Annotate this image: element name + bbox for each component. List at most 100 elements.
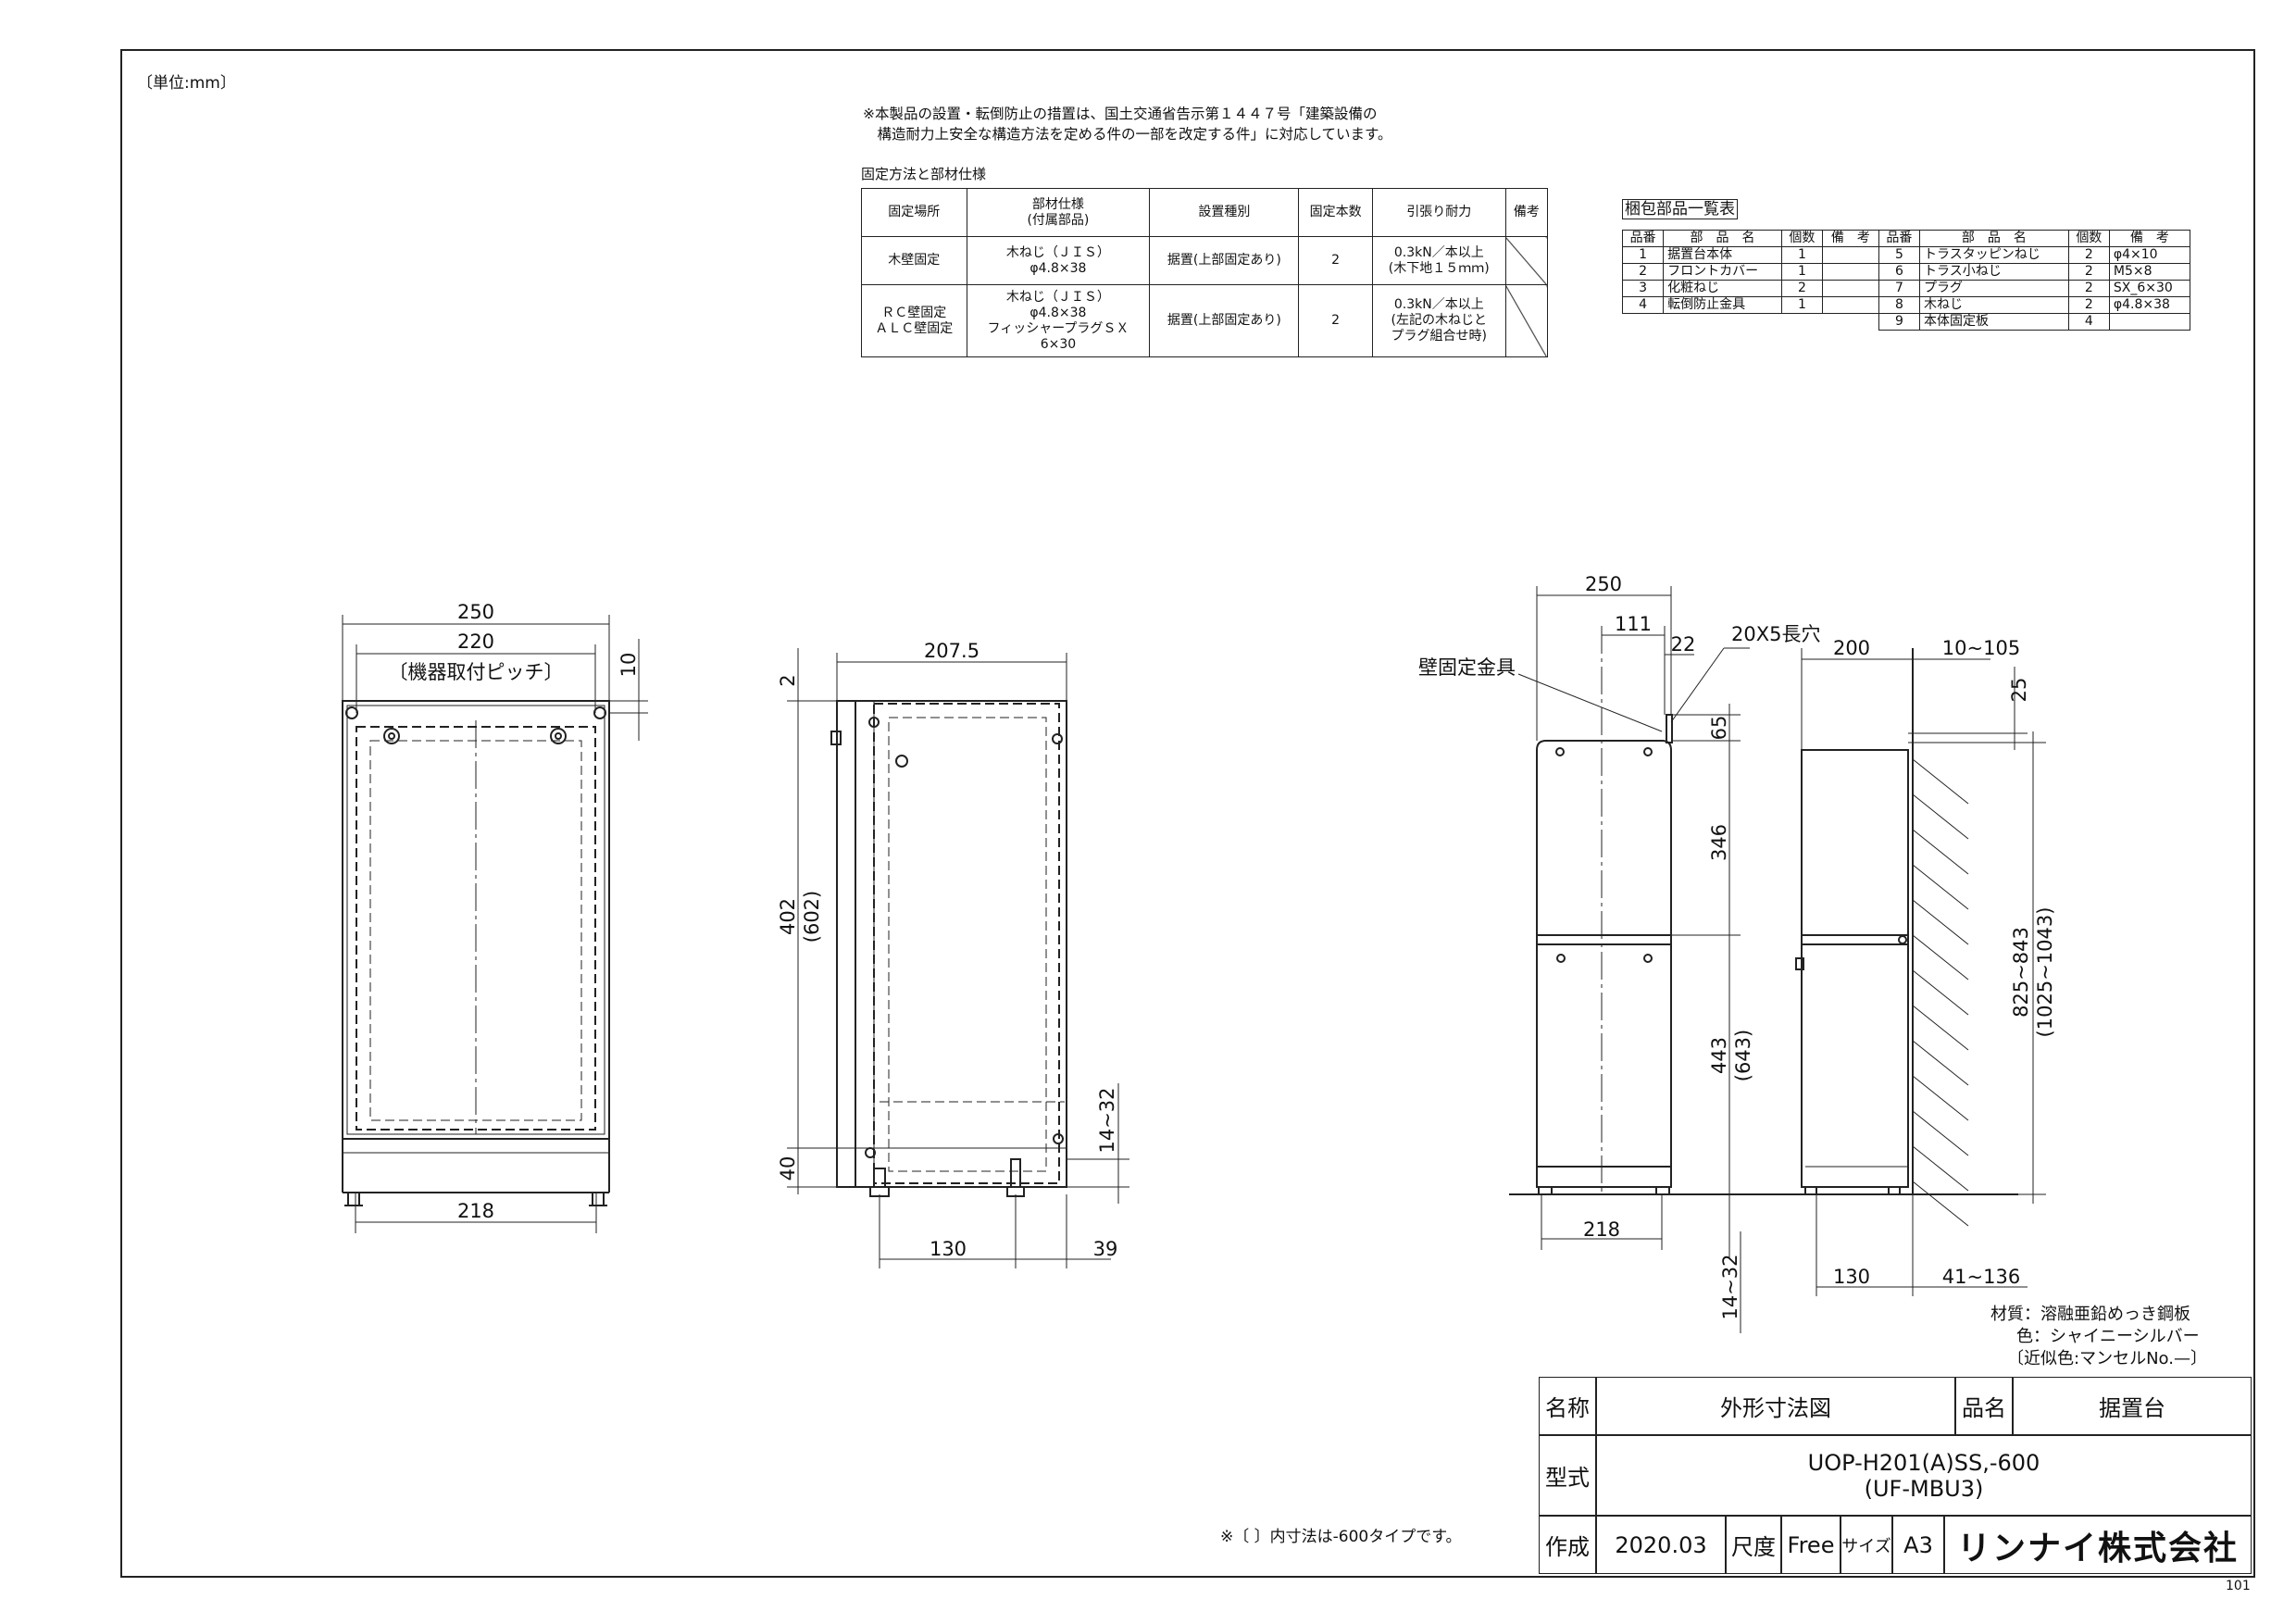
front-view	[342, 615, 648, 1233]
inst-dim-346: 346	[1708, 824, 1730, 861]
parts-table-cell: 1	[1780, 296, 1823, 314]
fix-table-cell: 木ねじ（ＪＩＳ） φ4.8×38 フィッシャープラグＳＸ 6×30	[966, 284, 1151, 357]
parts-table-cell: 4	[2067, 313, 2110, 331]
fix-table-header: 引張り耐力	[1371, 188, 1506, 237]
side-dim-2: 2	[777, 674, 799, 686]
fix-table-cell: 木壁固定	[861, 236, 967, 285]
scale-label: 尺度	[1726, 1516, 1781, 1574]
parts-table-header: 備 考	[1821, 230, 1879, 247]
side-dim-14-32: 14~32	[1096, 1087, 1118, 1153]
hatch-line	[1912, 899, 1969, 945]
fix-table-header: 設置種別	[1149, 188, 1300, 237]
notice-line-1: ※本製品の設置・転倒防止の措置は、国土交通省告示第１４４７号「建築設備の	[863, 106, 1378, 122]
hatch-line	[1912, 934, 1969, 981]
material-line-2: 色：シャイニーシルバー	[2016, 1327, 2200, 1346]
parts-table-cell	[2108, 313, 2191, 331]
hatch-line	[1912, 758, 1969, 805]
inst-side-dim-1025: (1025~1043)	[2034, 907, 2056, 1038]
product-value: 据置台	[2013, 1377, 2252, 1435]
fix-table-header: 固定本数	[1298, 188, 1373, 237]
fix-table-header: 備考	[1504, 188, 1549, 237]
fix-table-header: 部材仕様 (付属部品)	[966, 188, 1151, 237]
hatch-line	[1912, 829, 1969, 875]
parts-table-cell: 本体固定板	[1918, 313, 2069, 331]
name-label: 名称	[1539, 1377, 1596, 1435]
hatch-line	[1912, 1181, 1969, 1227]
fix-table-cell	[1504, 236, 1549, 285]
front-dim-10: 10	[618, 653, 640, 678]
parts-table-cell: トラス小ねじ	[1918, 263, 2069, 281]
size-label: サイズ	[1841, 1516, 1892, 1574]
parts-table-header: 部 品 名	[1663, 230, 1782, 247]
material-line-1: 材質：溶融亜鉛めっき鋼板	[1990, 1305, 2190, 1324]
hatch-line	[1912, 864, 1969, 910]
side-dim-39: 39	[1093, 1238, 1118, 1260]
side-dim-40: 40	[777, 1156, 799, 1181]
hatch-line	[1912, 1075, 1969, 1121]
inst-dim-443: 443	[1708, 1037, 1730, 1074]
fix-table-cell: ＲＣ壁固定 ＡＬＣ壁固定	[861, 284, 967, 357]
name-value: 外形寸法図	[1596, 1377, 1955, 1435]
front-dim-220: 220	[457, 631, 494, 653]
hatch-line	[1912, 1110, 1969, 1156]
inst-dim-22: 22	[1671, 633, 1696, 656]
inst-side-dim-825: 825~843	[2010, 927, 2032, 1018]
parts-table-cell: 転倒防止金具	[1663, 296, 1782, 314]
inst-dim-643: (643)	[1732, 1030, 1754, 1081]
front-dim-250: 250	[457, 601, 494, 623]
company-name: リンナイ株式会社	[1944, 1516, 2252, 1574]
wall-hatch	[1912, 758, 1969, 1227]
installed-front-view	[1509, 586, 2018, 1333]
inst-side-dim-25: 25	[2008, 678, 2030, 703]
footnote: ※〔 〕内寸法は-600タイプです。	[1220, 1528, 1462, 1546]
parts-table-cell: 9	[1878, 313, 1920, 331]
side-dim-402: 402	[777, 898, 799, 935]
fix-table-cell: 0.3kN／本以上 (木下地１５ｍｍ)	[1371, 236, 1506, 285]
installed-side-view	[1795, 648, 1940, 1296]
product-label: 品名	[1955, 1377, 2013, 1435]
fix-table-cell	[1504, 284, 1549, 357]
notice-line-2: 構造耐力上安全な構造方法を定める件の一部を改定する件」に対応しています。	[863, 126, 1392, 143]
fix-table-cell: 2	[1298, 236, 1373, 285]
drawing-frame	[120, 49, 2255, 1578]
fix-table-cell: 据置(上部固定あり)	[1149, 284, 1300, 357]
unit-label: 〔単位:mm〕	[137, 74, 236, 93]
inst-dim-65: 65	[1708, 716, 1730, 741]
inst-side-dim-130: 130	[1833, 1266, 1870, 1288]
parts-table-cell: φ4.8×38	[2108, 296, 2191, 314]
model-value-2: (UF-MBU3)	[1864, 1475, 1984, 1502]
fix-table-header: 固定場所	[861, 188, 967, 237]
side-dim-602: (602)	[801, 891, 823, 943]
parts-table-header: 備 考	[2108, 230, 2191, 247]
fix-table-title: 固定方法と部材仕様	[861, 166, 987, 182]
size-value: A3	[1892, 1516, 1944, 1574]
hatch-line	[1912, 1145, 1969, 1192]
inst-side-dim-41-136: 41~136	[1942, 1266, 2020, 1288]
fix-table-cell: 2	[1298, 284, 1373, 357]
parts-table-cell: M5×8	[2108, 263, 2191, 281]
parts-table-cell: 2	[2067, 263, 2110, 281]
inst-dim-14-32: 14~32	[1719, 1254, 1741, 1319]
made-value: 2020.03	[1596, 1516, 1726, 1574]
fixing-method-table: 固定場所部材仕様 (付属部品)設置種別固定本数引張り耐力備考木壁固定木ねじ（ＪＩ…	[861, 188, 1549, 357]
inst-dim-111: 111	[1615, 613, 1652, 635]
model-value: UOP-H201(A)SS,-600 (UF-MBU3)	[1596, 1435, 2252, 1516]
made-label: 作成	[1539, 1516, 1596, 1574]
model-value-1: UOP-H201(A)SS,-600	[1807, 1449, 2040, 1476]
parts-table-cell: フロントカバー	[1663, 263, 1782, 281]
parts-table-header: 個数	[1780, 230, 1823, 247]
scale-value: Free	[1781, 1516, 1841, 1574]
fix-table-cell: 0.3kN／本以上 (左記の木ねじと プラグ組合せ時)	[1371, 284, 1506, 357]
title-block: 名称 外形寸法図 品名 据置台 型式 UOP-H201(A)SS,-600 (U…	[1539, 1377, 2252, 1574]
hatch-line	[1912, 793, 1969, 840]
inst-dim-218: 218	[1583, 1218, 1620, 1241]
hatch-line	[1912, 1040, 1969, 1086]
model-label: 型式	[1539, 1435, 1596, 1516]
inst-slot-label: 20X5長穴	[1731, 623, 1820, 645]
inst-dim-250: 250	[1585, 573, 1622, 595]
parts-table-cell: 4	[1621, 296, 1665, 314]
parts-table-title: 梱包部品一覧表	[1622, 199, 1738, 219]
side-dim-130: 130	[930, 1238, 967, 1260]
